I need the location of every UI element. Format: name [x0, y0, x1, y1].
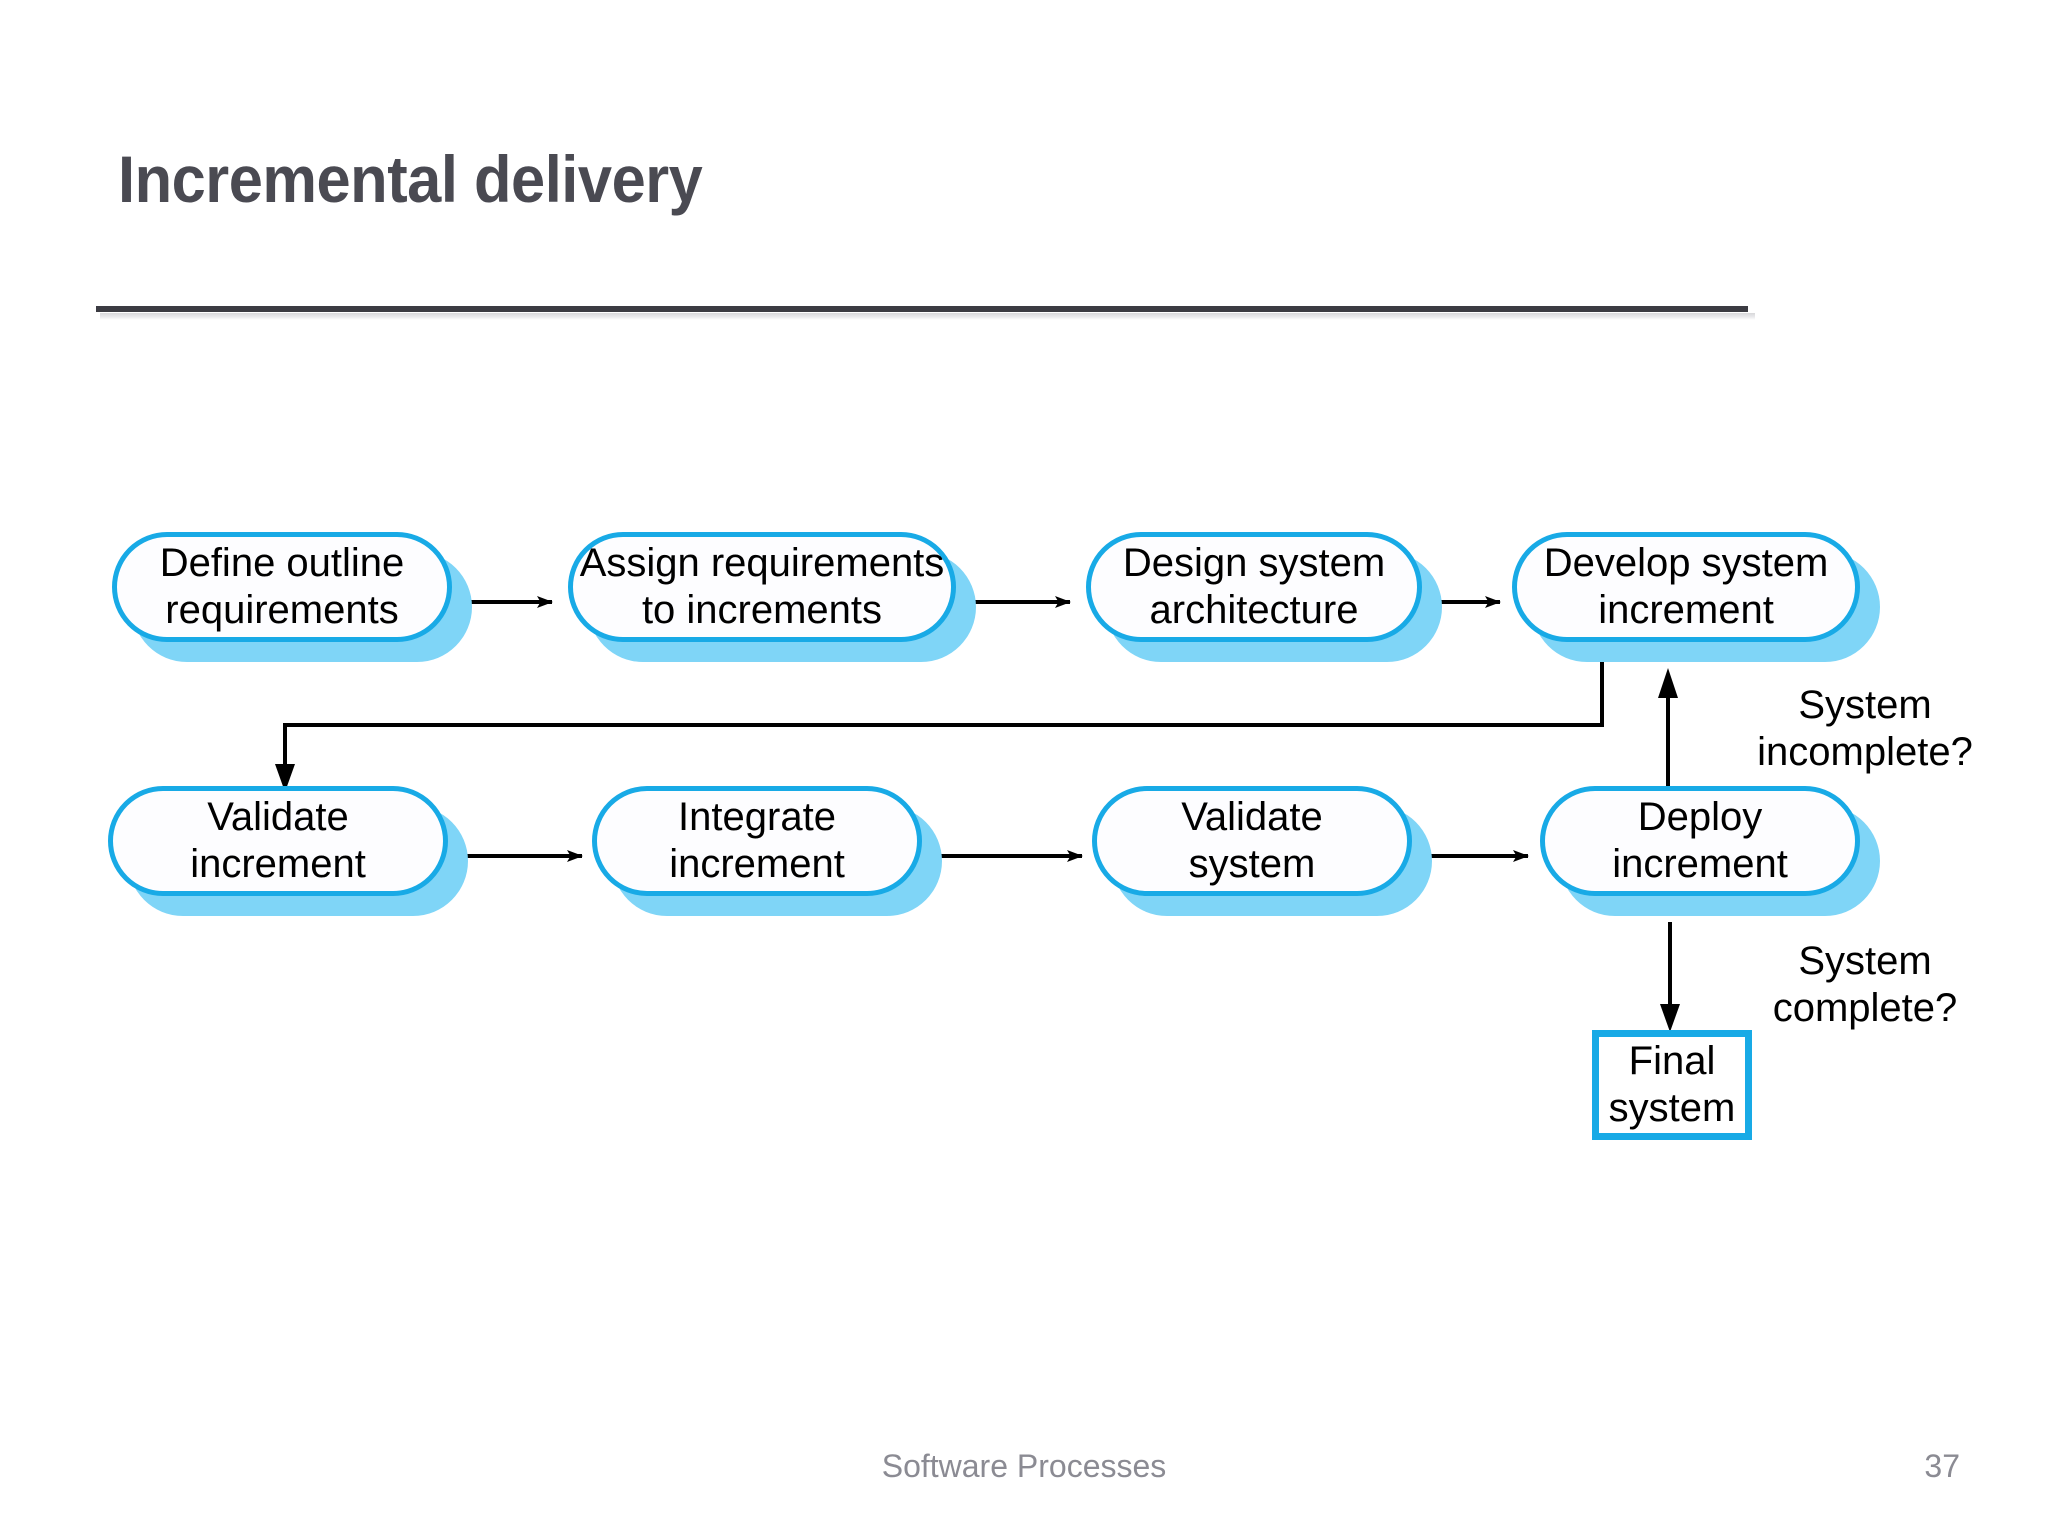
node-integrate-increment[interactable]: Integrate increment	[592, 786, 922, 896]
page-title: Incremental delivery	[118, 142, 703, 216]
node-final-system[interactable]: Final system	[1592, 1030, 1752, 1140]
footer-page-number: 37	[1924, 1448, 1960, 1484]
edge-deploy-to-develop	[1658, 668, 1678, 790]
footer-title: Software Processes	[881, 1448, 1167, 1484]
node-define-outline-requirements[interactable]: Define outline requirements	[112, 532, 452, 642]
node-design-system-architecture[interactable]: Design system architecture	[1086, 532, 1422, 642]
edge-deploy-to-final-system	[1660, 922, 1680, 1032]
node-deploy-increment[interactable]: Deploy increment	[1540, 786, 1860, 896]
node-assign-requirements-to-increments[interactable]: Assign requirements to increments	[568, 532, 956, 642]
node-develop-system-increment[interactable]: Develop system increment	[1512, 532, 1860, 642]
title-divider	[96, 306, 1748, 312]
node-validate-increment[interactable]: Validate increment	[108, 786, 448, 896]
node-validate-system[interactable]: Validate system	[1092, 786, 1412, 896]
edge-label-system-complete: System complete?	[1772, 939, 1958, 1030]
edge-develop-to-validate-increment	[275, 655, 1604, 792]
title-divider-shadow	[100, 313, 1755, 320]
edge-label-system-incomplete: System incomplete?	[1757, 683, 1973, 774]
